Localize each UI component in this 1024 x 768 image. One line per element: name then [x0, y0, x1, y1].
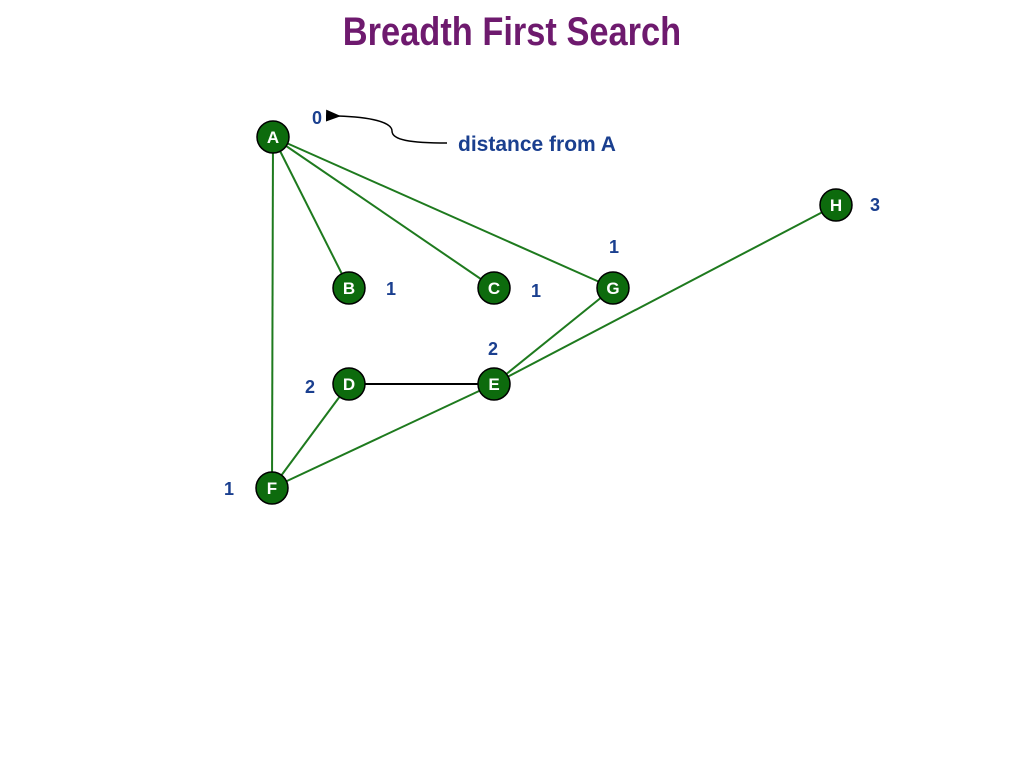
- distance-e: 2: [488, 339, 498, 359]
- node-e-circle: [477, 367, 511, 401]
- node-g-label: G: [606, 279, 619, 298]
- node-d: D: [332, 367, 366, 401]
- distance-h: 3: [870, 195, 880, 215]
- node-c: C: [477, 271, 511, 305]
- edge-f-e: [271, 383, 495, 489]
- annotation-arrow: [325, 109, 448, 144]
- node-h-label: H: [830, 196, 842, 215]
- annotation-text: distance from A: [458, 133, 616, 156]
- distance-b: 1: [386, 279, 396, 299]
- node-e: E: [477, 367, 511, 401]
- node-d-label: D: [343, 375, 355, 394]
- node-c-label: C: [488, 279, 500, 298]
- node-a-label: A: [267, 128, 279, 147]
- node-f: F: [255, 471, 289, 505]
- node-b-circle: [332, 271, 366, 305]
- edge-a-f: [271, 136, 274, 489]
- node-e-label: E: [488, 375, 499, 394]
- distance-g: 1: [609, 237, 619, 257]
- node-g-circle: [596, 271, 630, 305]
- edge-layer: [271, 136, 837, 489]
- node-g: G: [596, 271, 630, 305]
- node-d-circle: [332, 367, 366, 401]
- distance-a: 0: [312, 108, 322, 128]
- edge-e-h: [493, 204, 837, 385]
- distance-c: 1: [531, 281, 541, 301]
- node-b-label: B: [343, 279, 355, 298]
- distance-f: 1: [224, 479, 234, 499]
- node-a: A: [256, 120, 290, 154]
- node-h: H: [819, 188, 853, 222]
- edge-a-c: [272, 136, 495, 289]
- node-f-circle: [255, 471, 289, 505]
- edge-g-e: [493, 287, 614, 385]
- edge-d-f: [271, 383, 350, 489]
- node-h-circle: [819, 188, 853, 222]
- node-b: B: [332, 271, 366, 305]
- slide-title: Breadth First Search: [342, 10, 682, 54]
- node-c-circle: [477, 271, 511, 305]
- node-a-circle: [256, 120, 290, 154]
- edge-a-g: [272, 136, 614, 289]
- node-f-label: F: [267, 479, 277, 498]
- edge-a-b: [272, 136, 350, 289]
- distance-d: 2: [305, 377, 315, 397]
